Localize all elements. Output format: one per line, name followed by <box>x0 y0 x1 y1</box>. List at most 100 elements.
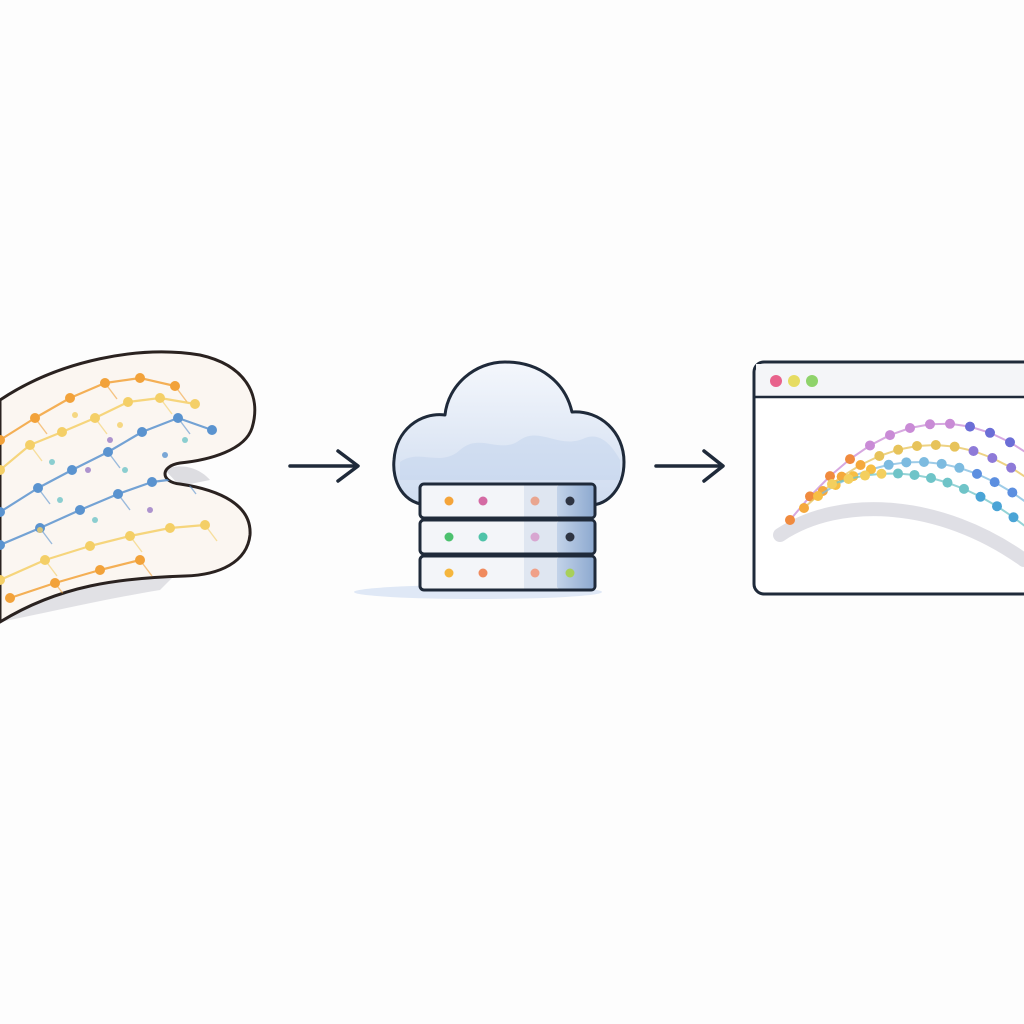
arc-node <box>885 430 895 441</box>
network-node <box>0 540 5 550</box>
server-led <box>478 568 488 578</box>
arc-node <box>975 491 986 502</box>
arc-node <box>883 459 894 470</box>
network-node <box>95 565 105 575</box>
network-speck <box>147 507 153 513</box>
network-speck <box>122 467 128 473</box>
server-led <box>565 568 575 578</box>
arc-node <box>876 468 887 479</box>
arc-node <box>1008 512 1019 523</box>
server-rack-unit <box>418 554 597 592</box>
network-node <box>123 397 133 407</box>
server-led <box>530 496 540 506</box>
server-led <box>444 532 454 542</box>
network-branch <box>159 397 173 415</box>
arc-node <box>968 446 979 456</box>
arc-node <box>987 453 998 463</box>
network-node <box>165 523 175 533</box>
server-led <box>478 532 488 542</box>
arc-node <box>855 460 866 470</box>
arc-node <box>1005 437 1015 448</box>
network-speck <box>57 497 63 503</box>
network-node <box>85 541 95 551</box>
network-speck <box>92 517 98 523</box>
arc-node <box>909 469 920 480</box>
arc-node <box>799 503 809 513</box>
network-node <box>190 399 200 409</box>
server-led <box>444 568 454 578</box>
network-branch <box>174 385 188 403</box>
network-branch <box>204 524 218 542</box>
network-speck <box>85 467 91 473</box>
network-branch <box>44 559 58 577</box>
arc-node <box>985 427 995 438</box>
network-branch <box>94 417 108 435</box>
arc-node <box>992 501 1002 512</box>
arc-node <box>942 477 953 488</box>
network-strand <box>0 376 176 441</box>
arc-node <box>972 468 982 479</box>
network-speck <box>162 452 168 458</box>
network-strand <box>9 558 141 600</box>
arc-node <box>930 440 941 450</box>
network-strand <box>0 476 185 547</box>
network-speck <box>182 437 188 443</box>
network-node <box>147 477 157 487</box>
arc-node <box>785 515 795 525</box>
network-speck <box>117 422 123 428</box>
network-speck <box>72 412 78 418</box>
network-branch <box>29 444 43 462</box>
network-node <box>207 425 217 435</box>
arc-node <box>874 451 885 461</box>
arc-node <box>949 441 960 452</box>
arc-node <box>936 458 947 469</box>
arc-node <box>813 491 823 501</box>
arc-node <box>893 444 904 455</box>
arrow-right-icon <box>288 449 360 483</box>
arc-node <box>919 457 929 467</box>
network-node <box>137 427 147 437</box>
server-led <box>565 532 575 542</box>
arc-node <box>901 457 912 468</box>
network-node <box>65 393 75 403</box>
network-speck <box>49 459 55 465</box>
arc-node <box>989 477 1000 488</box>
arc-node <box>866 464 876 475</box>
arc-node <box>965 421 975 432</box>
server-led <box>478 496 488 506</box>
arc-node <box>1006 462 1017 473</box>
network-branch <box>37 487 51 505</box>
network-node <box>0 465 5 475</box>
window-close-button[interactable] <box>770 375 782 387</box>
arc-shadow <box>773 502 1024 567</box>
server-led <box>444 496 454 506</box>
window-maximize-button[interactable] <box>806 375 818 387</box>
network-node <box>0 575 5 585</box>
network-node <box>135 373 145 383</box>
server-led <box>565 496 575 506</box>
arc-node <box>865 440 875 451</box>
network-branch <box>177 417 191 435</box>
browser-window-icon <box>752 360 1024 596</box>
network-node <box>57 427 67 437</box>
arc-node <box>805 491 815 502</box>
server-led <box>530 532 540 542</box>
data-network-blob-icon <box>0 350 257 624</box>
network-node <box>5 593 15 603</box>
network-branch <box>117 493 131 511</box>
arc-node <box>1007 487 1018 498</box>
arc-node <box>945 418 955 429</box>
arc-node <box>926 473 936 483</box>
network-node <box>75 505 85 515</box>
cloud-server-icon <box>354 360 626 599</box>
arc-node <box>827 479 837 489</box>
network-node <box>67 465 77 475</box>
arc-node <box>860 470 870 481</box>
network-speck <box>37 527 43 533</box>
network-branch <box>104 382 118 400</box>
network-speck <box>107 437 113 443</box>
arc-node <box>845 454 855 465</box>
window-minimize-button[interactable] <box>788 375 800 387</box>
server-rack-unit <box>418 518 597 556</box>
